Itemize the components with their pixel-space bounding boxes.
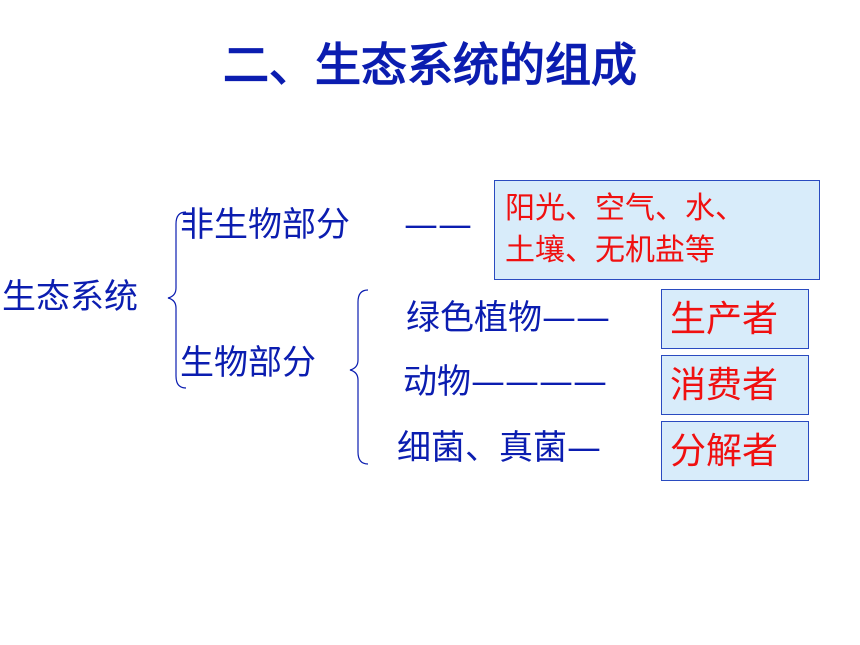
organism-animals: 动物———— bbox=[403, 362, 607, 402]
abiotic-items-box: 阳光、空气、水、 土壤、无机盐等 bbox=[494, 180, 820, 280]
main-brace bbox=[167, 211, 187, 389]
page-title: 二、生态系统的组成 bbox=[223, 38, 637, 92]
root-concept: 生态系统 bbox=[2, 277, 138, 317]
role-box-consumer: 消费者 bbox=[661, 355, 809, 415]
role-box-producer: 生产者 bbox=[661, 289, 809, 349]
abiotic-part-label: 非生物部分 bbox=[180, 205, 350, 245]
biotic-part-label: 生物部分 bbox=[180, 343, 316, 383]
abiotic-connector: —— bbox=[404, 205, 472, 245]
organism-bacteria-fungi: 细菌、真菌— bbox=[397, 428, 601, 468]
role-consumer: 消费者 bbox=[670, 365, 779, 406]
role-decomposer: 分解者 bbox=[670, 431, 779, 472]
abiotic-items-line2: 土壤、无机盐等 bbox=[505, 233, 715, 268]
organism-plants: 绿色植物—— bbox=[406, 298, 610, 338]
biotic-brace bbox=[349, 289, 369, 465]
role-box-decomposer: 分解者 bbox=[661, 421, 809, 481]
role-producer: 生产者 bbox=[670, 299, 779, 340]
abiotic-items-line1: 阳光、空气、水、 bbox=[505, 191, 745, 226]
